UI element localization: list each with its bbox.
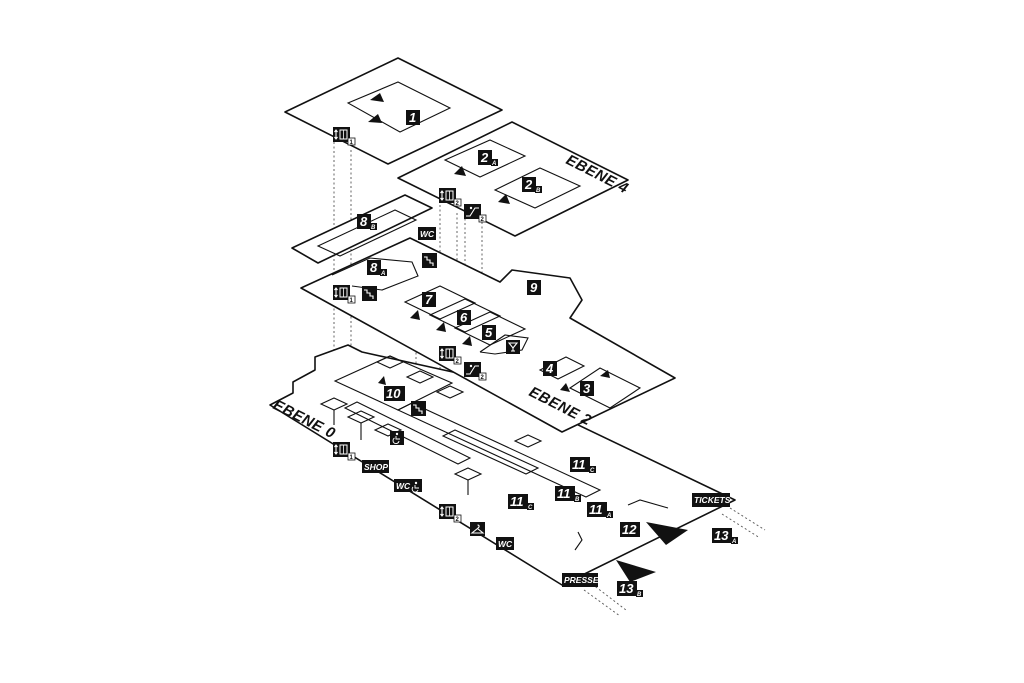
svg-text:B: B: [536, 188, 541, 194]
room-label-9: 9: [527, 280, 541, 295]
room-label-5: 5: [482, 325, 496, 340]
room-label-4: 4: [543, 361, 557, 376]
svg-text:B: B: [575, 497, 580, 503]
svg-text:WC: WC: [396, 481, 411, 491]
entrance-arrow-lower: [616, 560, 656, 582]
svg-text:10: 10: [386, 386, 401, 401]
wheelchair-icon: [390, 431, 404, 445]
elevator-icon: 1: [333, 285, 356, 304]
elevator-icon: 2: [439, 346, 462, 365]
elevator-icon: 1: [333, 127, 356, 146]
svg-text:B: B: [637, 592, 642, 598]
svg-text:C: C: [528, 505, 533, 511]
svg-text:2: 2: [480, 150, 489, 165]
room-label-13b: 13 B: [617, 581, 643, 598]
svg-text:2: 2: [524, 177, 533, 192]
svg-text:11: 11: [572, 457, 586, 472]
svg-text:2: 2: [481, 217, 485, 223]
tag-shop: SHOP: [362, 460, 389, 473]
svg-text:C: C: [590, 468, 595, 474]
escalator-icon: 2: [464, 362, 487, 381]
svg-text:1: 1: [350, 140, 354, 146]
floor-level-4: EBENE 4: [284, 57, 631, 237]
svg-text:13: 13: [619, 581, 634, 596]
facility-tags: WC SHOP WC WC TICKETS PRESSE: [362, 227, 731, 587]
tag-tickets: TICKETS: [692, 493, 731, 507]
svg-text:6: 6: [460, 310, 468, 325]
room-label-13a: 13 A: [712, 528, 738, 545]
svg-text:13: 13: [714, 528, 729, 543]
svg-text:WC: WC: [420, 229, 435, 239]
svg-text:3: 3: [583, 381, 591, 396]
stairs-icon: [362, 286, 377, 301]
hanger-icon: [470, 522, 485, 536]
svg-text:TICKETS: TICKETS: [694, 495, 731, 505]
svg-text:1: 1: [350, 298, 354, 304]
stairs-icon: [422, 253, 437, 268]
svg-text:2: 2: [456, 359, 460, 365]
elevator-icon: 2: [439, 188, 462, 207]
tag-wc-upper: WC: [418, 227, 436, 240]
room-labels: 1 2 A 2 B 3 4 5: [357, 110, 738, 598]
svg-text:SHOP: SHOP: [364, 462, 388, 472]
elevator-icon: 1: [333, 442, 356, 461]
room-label-3: 3: [580, 381, 594, 396]
room-label-11b: 11 B: [555, 486, 581, 503]
svg-text:9: 9: [530, 280, 538, 295]
svg-text:5: 5: [485, 325, 493, 340]
svg-text:WC: WC: [498, 539, 513, 549]
svg-text:8: 8: [360, 214, 368, 229]
tag-wc-bottom: WC: [496, 537, 514, 550]
stairs-icon: [411, 401, 426, 416]
room-label-12: 12: [620, 522, 640, 537]
svg-text:1: 1: [409, 110, 416, 125]
entrance-arrow-upper: [646, 522, 688, 545]
svg-text:A: A: [491, 161, 496, 167]
svg-text:8: 8: [370, 260, 378, 275]
svg-text:A: A: [731, 539, 736, 545]
floor-level-0: EBENE 0: [269, 344, 766, 617]
room-label-1: 1: [406, 110, 420, 125]
svg-text:2: 2: [481, 375, 485, 381]
svg-text:11: 11: [557, 486, 571, 501]
tag-wc-accessible: WC: [394, 479, 422, 493]
room-label-2b: 2 B: [522, 177, 542, 194]
svg-text:PRESSE: PRESSE: [564, 575, 599, 585]
facility-icons: 1 2 2 1: [333, 127, 520, 536]
svg-text:2: 2: [456, 201, 460, 207]
room-label-10: 10: [384, 386, 405, 401]
room-label-6: 6: [457, 310, 471, 325]
room-label-8a: 8 A: [367, 260, 387, 277]
elevator-icon: 2: [439, 504, 462, 523]
room-label-8b: 8 B: [357, 214, 377, 231]
room-label-11a: 11 A: [587, 502, 613, 519]
svg-text:11: 11: [589, 502, 603, 517]
escalator-icon: 2: [464, 204, 487, 223]
room-label-11c-lower: 11 C: [508, 494, 534, 511]
cocktail-icon: [506, 340, 520, 354]
svg-text:1: 1: [350, 455, 354, 461]
svg-text:12: 12: [622, 522, 637, 537]
svg-text:4: 4: [545, 361, 554, 376]
svg-text:B: B: [371, 225, 376, 231]
svg-text:A: A: [606, 513, 611, 519]
tag-presse: PRESSE: [562, 573, 599, 587]
room-label-2a: 2 A: [478, 150, 498, 167]
svg-text:11: 11: [510, 494, 524, 509]
room-label-7: 7: [422, 292, 436, 307]
svg-text:7: 7: [425, 292, 433, 307]
svg-text:A: A: [380, 271, 385, 277]
svg-text:2: 2: [456, 517, 460, 523]
room-label-11c-upper: 11 C: [570, 457, 596, 474]
